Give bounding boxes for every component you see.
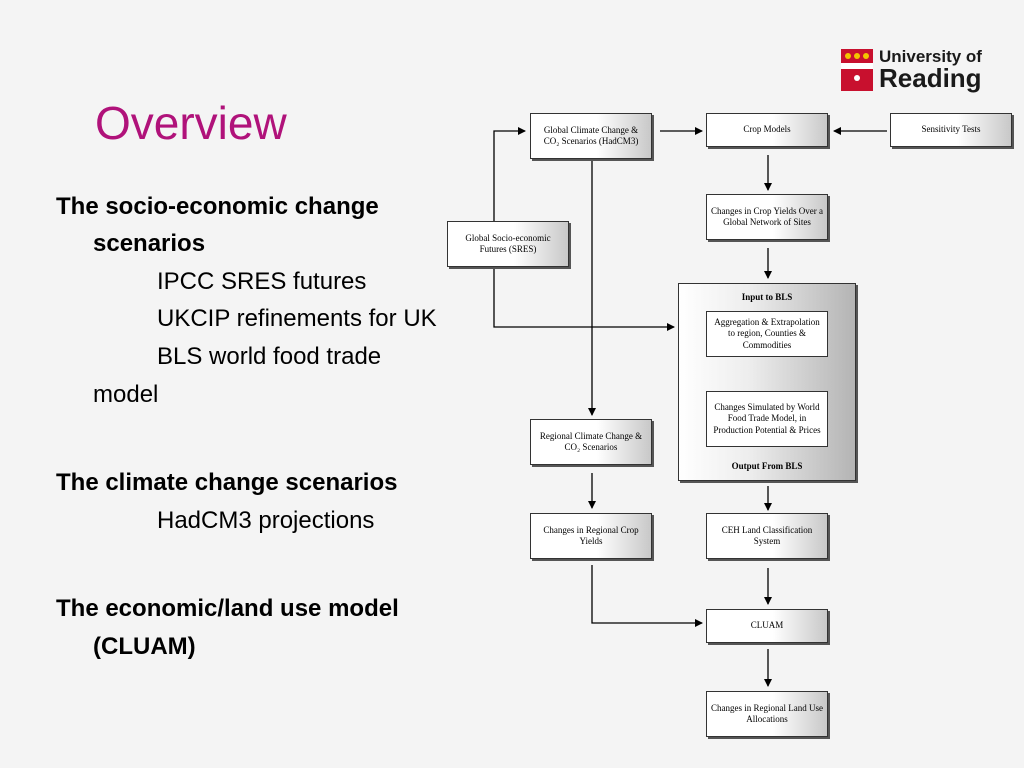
arrow-regional-crop-to-cluam xyxy=(591,565,703,627)
node-socio-economic-futures: Global Socio-economic Futures (SRES) xyxy=(447,221,569,267)
bullet-economic-land-use: The economic/land use model xyxy=(56,595,399,622)
node-cluam: CLUAM xyxy=(706,609,828,643)
bls-group: Input to BLS Aggregation & Extrapolation… xyxy=(678,283,856,481)
sub-bullet-ukcip: UKCIP refinements for UK xyxy=(157,305,437,332)
arrow-socio-to-bls xyxy=(493,268,675,331)
node-regional-climate-change: Regional Climate Change & CO₂ Scenarios xyxy=(530,419,652,465)
bls-input-label: Input to BLS xyxy=(741,292,793,302)
node-crop-models: Crop Models xyxy=(706,113,828,147)
university-logo: University of Reading xyxy=(841,47,982,93)
sub-bullet-bls-cont: model xyxy=(93,381,159,408)
node-regional-land-use: Changes in Regional Land Use Allocations xyxy=(706,691,828,737)
node-crop-yields: Changes in Crop Yields Over a Global Net… xyxy=(706,194,828,240)
logo-text-line1: University of xyxy=(879,47,982,66)
node-sensitivity-tests: Sensitivity Tests xyxy=(890,113,1012,147)
logo-text-line2: Reading xyxy=(879,63,982,93)
node-aggregation: Aggregation & Extrapolation to region, C… xyxy=(706,311,828,357)
node-global-climate-change: Global Climate Change & CO₂ Scenarios (H… xyxy=(530,113,652,159)
sub-bullet-hadcm3: HadCM3 projections xyxy=(157,507,375,534)
node-simulated-changes: Changes Simulated by World Food Trade Mo… xyxy=(706,391,828,447)
slide-title: Overview xyxy=(95,97,287,149)
bls-output-label: Output From BLS xyxy=(731,461,803,471)
bullet-economic-land-use-cont: (CLUAM) xyxy=(93,633,196,660)
shield-icon xyxy=(841,49,873,91)
arrow-socio-to-gcc xyxy=(493,127,526,221)
bullet-socio-economic: The socio-economic change xyxy=(56,193,379,220)
bullet-socio-economic-cont: scenarios xyxy=(93,230,206,257)
node-ceh-land-classification: CEH Land Classification System xyxy=(706,513,828,559)
bullet-climate-change: The climate change scenarios xyxy=(56,469,398,496)
sub-bullet-bls: BLS world food trade xyxy=(157,343,382,370)
node-regional-crop-yields: Changes in Regional Crop Yields xyxy=(530,513,652,559)
sub-bullet-ipcc: IPCC SRES futures xyxy=(157,268,367,295)
